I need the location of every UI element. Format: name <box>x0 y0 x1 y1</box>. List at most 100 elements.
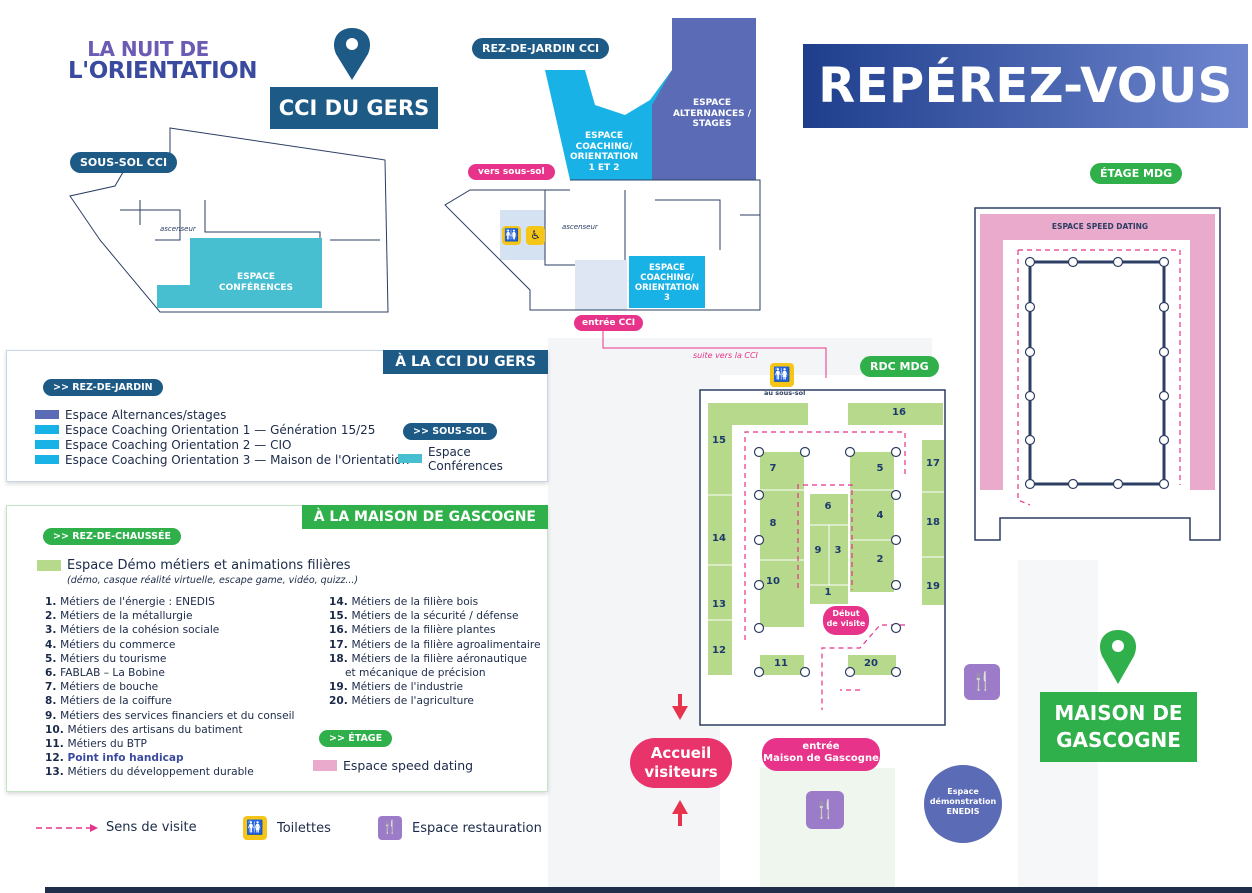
stand-number-2: 2 <box>876 554 884 565</box>
list-text: Métiers de l'industrie <box>351 681 464 694</box>
list-number: 1. <box>45 596 61 608</box>
cci-legend-panel: À LA CCI DU GERS >> REZ-DE-JARDIN Espace… <box>6 350 548 482</box>
cci-sous-tag: >> SOUS-SOL <box>403 423 497 440</box>
list-text: Métiers du développement durable <box>67 766 254 779</box>
legend-label: Espace Coaching Orientation 1 — Générati… <box>65 422 376 437</box>
list-text: Métiers du commerce <box>60 638 176 651</box>
cci-panel-title: À LA CCI DU GERS <box>383 350 548 374</box>
list-number: 3. <box>45 624 61 637</box>
list-number: 4. <box>45 638 61 651</box>
label-speed-dating: ESPACE SPEED DATING <box>1051 222 1149 231</box>
toilet-icon: 🚻 <box>502 226 521 245</box>
cci-sous-list: Espace Conférences <box>398 445 547 473</box>
stand-number-19: 19 <box>926 581 940 592</box>
demo-swatch <box>37 560 61 571</box>
accueil-arrows <box>672 694 688 826</box>
bottom-legend: Sens de visite 🚻 Toilettes 🍴 Espace rest… <box>36 816 556 842</box>
list-item: 13. Métiers du développement durable <box>45 765 294 779</box>
legend-label: Espace Alternances/stages <box>65 407 227 422</box>
list-number: 10. <box>45 723 68 736</box>
tag-sous-sol: SOUS-SOL CCI <box>70 152 178 173</box>
list-text: Métiers du BTP <box>67 738 147 751</box>
reperez-title: REPÉREZ-VOUS <box>818 58 1233 114</box>
mdg-title: MAISON DE GASCOGNE <box>1040 692 1197 762</box>
cci-title: CCI DU GERS <box>270 87 438 129</box>
stand-number-18: 18 <box>926 517 940 528</box>
list-item: et mécanique de précision <box>345 667 486 680</box>
rdc-plan <box>699 389 946 726</box>
list-item: 3. Métiers de la cohésion sociale <box>45 623 294 637</box>
list-item: 2. Métiers de la métallurgie <box>45 609 294 623</box>
label-au-sous-sol: au sous-sol <box>764 389 806 397</box>
mdg-panel-title: À LA MAISON DE GASCOGNE <box>301 505 548 529</box>
list-item: 16. Métiers de la filière plantes <box>329 623 540 637</box>
restaurant-icon-legend: 🍴 <box>378 816 402 840</box>
legend-swatch <box>35 425 59 434</box>
list-text: Métiers de l'énergie : ENEDIS <box>60 596 215 608</box>
list-number: 15. <box>329 610 352 623</box>
list-number: 20. <box>329 695 352 708</box>
list-item: 10. Métiers des artisans du batiment <box>45 723 294 737</box>
speed-swatch <box>313 760 337 771</box>
toilet-icon-legend: 🚻 <box>243 816 267 840</box>
list-item: 4. Métiers du commerce <box>45 638 294 652</box>
pin-icon-mdg <box>1099 630 1137 684</box>
stand-number-13: 13 <box>712 599 726 610</box>
list-item: 14. Métiers de la filière bois <box>329 595 540 609</box>
legend-row: Espace Coaching Orientation 2 — CIO <box>35 437 409 452</box>
legend-row: Espace Coaching Orientation 1 — Générati… <box>35 422 409 437</box>
list-number: 19. <box>329 681 352 694</box>
stand-number-1: 1 <box>824 587 832 598</box>
wheelchair-icon: ♿ <box>526 226 545 245</box>
list-item: 18. Métiers de la filière aéronautique <box>329 652 540 666</box>
label-ascenseur-rj: ascenseur <box>562 223 598 231</box>
debut-visite-badge: Début de visite <box>823 606 869 635</box>
stand-number-12: 12 <box>712 645 726 656</box>
list-number: 8. <box>45 695 61 708</box>
list-item: 5. Métiers du tourisme <box>45 652 294 666</box>
pin-icon <box>333 28 371 80</box>
legend-swatch <box>35 440 59 449</box>
legend-sens: Sens de visite <box>106 820 197 835</box>
espace-conferences-area <box>190 238 322 308</box>
list-item: 7. Métiers de bouche <box>45 680 294 694</box>
label-alternances: ESPACE ALTERNANCES / STAGES <box>672 98 752 129</box>
legend-label: Espace Coaching Orientation 2 — CIO <box>65 437 292 452</box>
restaurant-icon-map2: 🍴 <box>806 791 844 829</box>
legend-label: Espace Conférences <box>428 444 503 473</box>
stand-number-6: 6 <box>824 501 832 512</box>
demo-label: Espace Démo métiers et animations filièr… <box>67 558 351 573</box>
label-ascenseur-ss: ascenseur <box>160 225 196 233</box>
list-text: Métiers de bouche <box>60 681 159 694</box>
mdg-legend-panel: À LA MAISON DE GASCOGNE >> REZ-DE-CHAUSS… <box>6 505 548 792</box>
reperez-banner: REPÉREZ-VOUS <box>803 44 1248 128</box>
list-item: 17. Métiers de la filière agroalimentair… <box>329 638 540 652</box>
legend-restauration: Espace restauration <box>412 820 542 836</box>
legend-row: Espace Conférences <box>398 445 547 473</box>
entree-mdg-badge: entrée Maison de Gascogne <box>762 738 880 771</box>
stand-number-4: 4 <box>876 510 884 521</box>
list-number: 17. <box>329 638 352 651</box>
logo-line2: L'ORIENTATION <box>68 58 257 84</box>
list-item: 9. Métiers des services financiers et du… <box>45 709 294 723</box>
list-text: Métiers de la coiffure <box>60 695 172 708</box>
list-text: Métiers des artisans du batiment <box>67 723 243 736</box>
tag-etage-mdg: ÉTAGE MDG <box>1090 163 1183 184</box>
legend-row: Espace Coaching Orientation 3 — Maison d… <box>35 452 409 467</box>
stand-number-9: 9 <box>814 545 822 556</box>
dashed-arrow-icon <box>36 823 98 832</box>
etage-pillars <box>1024 256 1170 490</box>
list-number: 16. <box>329 624 352 637</box>
stand-number-14: 14 <box>712 533 726 544</box>
list-text: Métiers du tourisme <box>60 652 167 665</box>
legend-swatch <box>35 410 59 419</box>
stand-number-10: 10 <box>766 576 780 587</box>
enedis-demo-badge: Espace démonstration ENEDIS <box>924 765 1002 843</box>
stand-number-8: 8 <box>769 518 777 529</box>
mdg-rdc-tag: >> REZ-DE-CHAUSSÉE <box>43 528 181 545</box>
list-text: Métiers de la sécurité / défense <box>351 610 519 623</box>
mdg-etage-tag: >> ÉTAGE <box>319 730 393 747</box>
